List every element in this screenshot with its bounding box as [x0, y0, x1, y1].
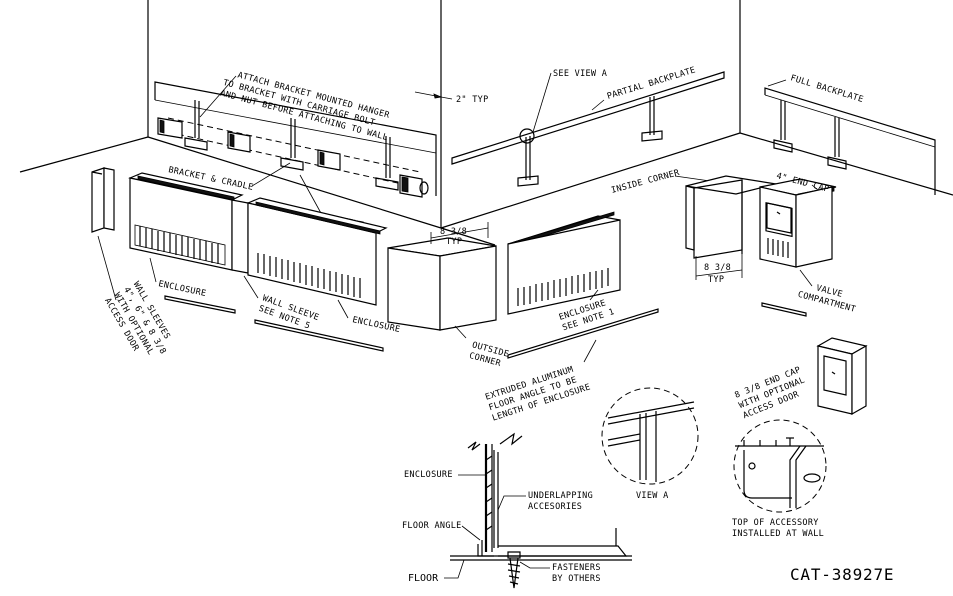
view-a-detail	[601, 387, 699, 485]
valve-compartment-note: VALVE COMPARTMENT	[797, 283, 857, 315]
left-backplate-assembly	[154, 81, 437, 198]
view-a-label: VIEW A	[636, 491, 669, 501]
top-of-accessory-line-2: INSTALLED AT WALL	[732, 529, 824, 539]
floor-angles-left	[164, 295, 384, 352]
enclosure-left-unit	[128, 172, 244, 271]
detail-enclosure-label: ENCLOSURE	[404, 470, 453, 480]
catalog-number: CAT-38927E	[790, 565, 894, 584]
dim-8-3-8-top-line-1: 8 3/8	[440, 227, 467, 237]
grille-left	[134, 224, 226, 266]
outside-corner-note: OUTSIDE CORNER	[468, 340, 510, 369]
enclosure-center-right-unit	[507, 211, 621, 315]
grille-mid	[257, 253, 361, 298]
two-inch-typ-dimension: 2" TYP	[414, 91, 489, 105]
attach-bracket-note: ATTACH BRACKET MOUNTED HANGER TO BRACKET…	[219, 70, 391, 143]
grille-valve	[767, 238, 789, 258]
dim-8-3-8-top-line-2: TYP	[446, 237, 462, 247]
top-of-accessory-detail	[733, 419, 827, 513]
dim-8-3-8-right: 8 3/8 TYP	[695, 254, 743, 285]
dim-8-3-8-right-line-1: 8 3/8	[704, 263, 731, 273]
wall-sleeve-left	[91, 167, 115, 233]
enclosure-mid-unit	[246, 197, 388, 306]
underlapping-line-1: UNDERLAPPING	[528, 491, 593, 501]
fasteners-line-1: FASTENERS	[552, 563, 601, 573]
partial-backplate-assembly	[451, 71, 725, 187]
fasteners-line-2: BY OTHERS	[552, 574, 601, 584]
floor-angle-right	[761, 302, 807, 317]
end-cap-8-3-8-note: 8 3/8 END CAP WITH OPTIONAL ACCESS DOOR	[733, 365, 806, 421]
full-backplate-label: FULL BACKPLATE	[789, 73, 864, 105]
floor-angle-label: FLOOR ANGLE	[402, 521, 462, 531]
wall-sleeves-note: WALL SLEEVES 4", 6" & 8 3/8 WITH OPTIONA…	[102, 280, 172, 357]
two-typ-label: 2" TYP	[456, 95, 489, 105]
floor-label: FLOOR	[408, 573, 439, 584]
outside-corner-unit	[387, 237, 497, 331]
see-view-a-label: SEE VIEW A	[553, 69, 607, 79]
top-of-accessory-line-1: TOP OF ACCESSORY	[732, 518, 819, 528]
inside-corner-label: INSIDE CORNER	[610, 168, 681, 196]
room-walls	[19, 0, 953, 246]
underlapping-line-2: ACCESORIES	[528, 502, 582, 512]
inside-corner-unit	[685, 175, 777, 259]
section-detail	[450, 432, 632, 589]
floor-angle-center	[507, 308, 659, 359]
wall-sleeve-mid	[231, 199, 249, 274]
full-backplate-assembly	[764, 87, 936, 195]
valve-compartment-unit	[759, 178, 837, 268]
end-cap-8-3-8-unit	[816, 337, 868, 416]
grille-center-right	[517, 268, 609, 306]
floor-angle-note: EXTRUDED ALUMINUM FLOOR ANGLE TO BE LENG…	[484, 365, 592, 424]
dim-8-3-8-right-line-2: TYP	[708, 275, 724, 285]
dim-8-3-8-top: 8 3/8 TYP	[430, 222, 489, 247]
